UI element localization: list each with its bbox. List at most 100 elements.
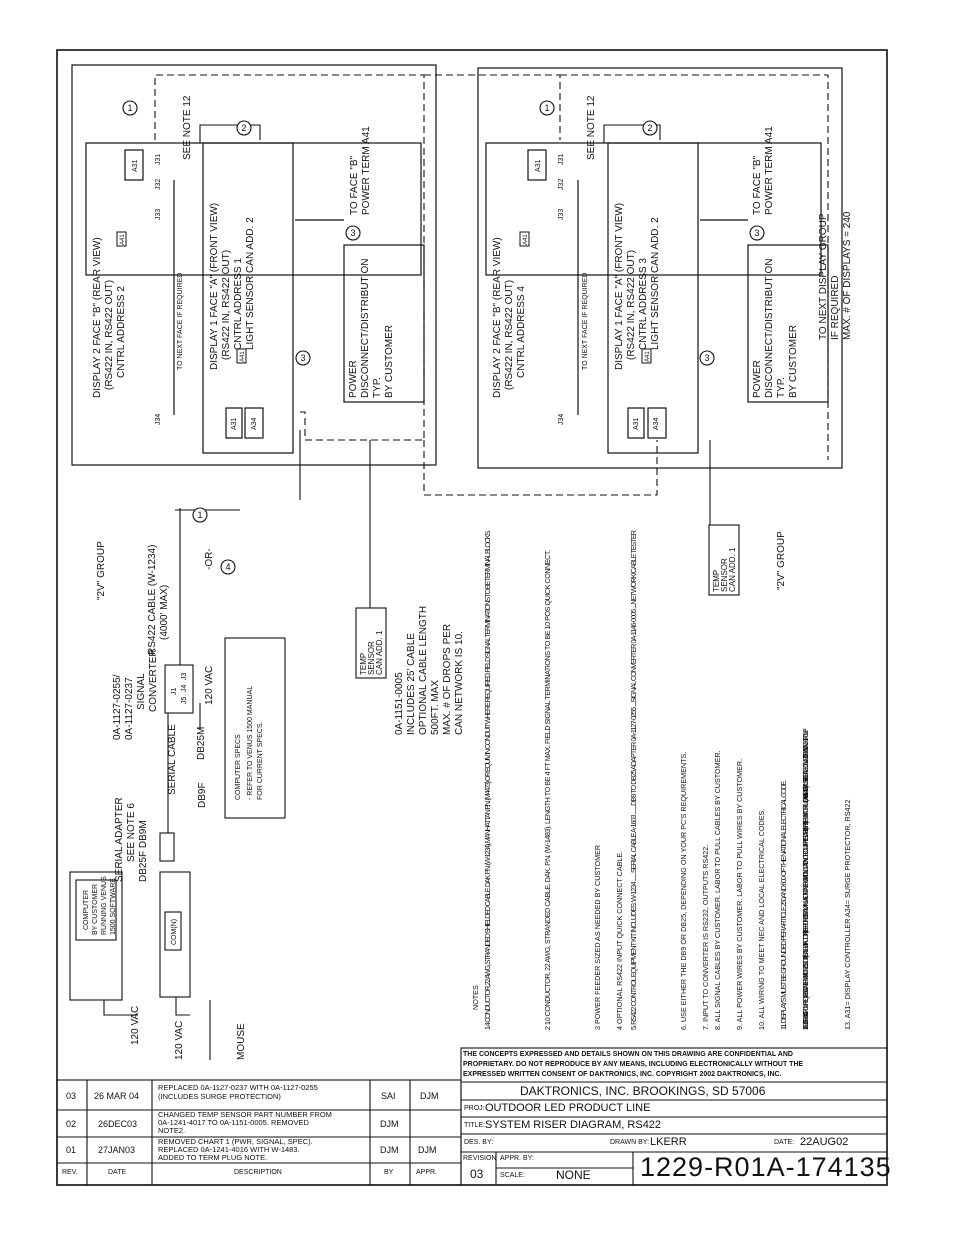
rev-row-02-rev: 02 [66, 1119, 77, 1129]
display-1-face-a-right [607, 142, 699, 454]
display-group-right [477, 67, 843, 469]
to-face-b-left-2: POWER TERM A41 [361, 126, 372, 215]
drawing-number: 1229-R01A-174135 [640, 1152, 892, 1182]
connector-a34-left: A34 [251, 417, 258, 430]
rs422-cable-2: (4000' MAX) [159, 585, 170, 640]
date-label: DATE: [774, 1139, 795, 1146]
display1-a1-line2: (RS422 IN, RS422 OUT) [221, 250, 232, 360]
callouts-left [122, 100, 361, 575]
temp-sensor-left [355, 607, 387, 679]
computer-specs-3: FOR CURRENT SPECS. [257, 722, 264, 800]
proj-label: PROJ: [464, 1105, 485, 1112]
serial-adapter-1: SERIAL ADAPTER [114, 797, 125, 882]
temp-sensor-right [708, 524, 740, 596]
notes-block: NOTES 1 4 CONDUCTOR, 22 AWG, STRANDED SH… [471, 530, 852, 1030]
temp-right-3: CAN ADD. 1 [728, 547, 737, 592]
to-face-b-right-1: TO FACE "B" [752, 155, 763, 215]
display1-a2-line3: CNTRL ADDRESS 3 [638, 258, 649, 350]
to-next-group-1: TO NEXT DISPLAY GROUP [818, 213, 829, 340]
scale-label: SCALE: [500, 1172, 525, 1179]
note-11: 11. DISPLAYS MUST BE GROUNDED PER ARTICL… [779, 780, 788, 1030]
rev-row-03-desc2: (INCLUDES SURGE PROTECTION) [158, 1092, 281, 1101]
scale-value: NONE [556, 1168, 591, 1182]
cpu-box [159, 871, 191, 998]
rev-row-01-rev: 01 [66, 1145, 77, 1155]
connector-j34-left: J34 [155, 414, 162, 425]
temp-left-2: SENSOR [367, 641, 376, 675]
connector-j32-right: J32 [558, 179, 565, 190]
rev-row-03-desc1: REPLACED 0A-1127-0237 WITH 0A-1127-0255 [158, 1083, 318, 1092]
display2-b1-line2: (RS422 IN, RS422 OUT) [104, 280, 115, 390]
connector-a41-b: A41 [240, 351, 246, 362]
converter-1: 0A-1127-0255/ [112, 674, 123, 740]
revision-label: REVISION [463, 1155, 497, 1162]
callout-3a: 3 [300, 353, 305, 363]
rev-header-date: DATE [108, 1169, 127, 1176]
callout-3b: 3 [350, 228, 355, 238]
note-5: 5. RS422 CONTROL EQUIPMENT KIT INCLUDES:… [629, 530, 638, 1030]
note-1: 1 4 CONDUCTOR, 22 AWG, STRANDED SHIELDED… [483, 530, 492, 1030]
display-group-left [71, 64, 437, 466]
display1-a2-line1: DISPLAY 1 FACE "A" (FRONT VIEW) [614, 203, 625, 370]
company-line: DAKTRONICS, INC. BROOKINGS, SD 57006 [520, 1084, 766, 1098]
temp-left-3: CAN ADD. 1 [375, 630, 384, 675]
display2-b2-line2: (RS422 IN, RS422 OUT) [504, 280, 515, 390]
connector-a41-a: A41 [120, 234, 126, 245]
cable-note-2: INCLUDES 25' CABLE [406, 633, 417, 735]
port-j5: J5 [181, 697, 188, 705]
connector-a31-left2: A31 [231, 417, 238, 430]
vac-label-1: 120 VAC [204, 666, 215, 705]
date-value: 22AUG02 [800, 1136, 849, 1148]
to-next-group-3: MAX. # OF DISPLAYS = 240 [842, 211, 853, 340]
drawn-value: LKERR [650, 1136, 687, 1148]
revision-value: 03 [470, 1167, 484, 1181]
display1-a1-line4: LIGHT SENSOR CAN ADD. 2 [245, 217, 256, 350]
port-j3: J3 [181, 673, 188, 681]
note-2: 2 10 CONDUCTOR, 22 AWG, STRANDED CABLE. … [543, 550, 552, 1030]
rev-row-03-by: SAI [381, 1091, 396, 1101]
temp-left-1: TEMP [359, 653, 368, 675]
signal-dashed-left [154, 74, 425, 441]
cable-note-6: CAN NETWORK IS 10. [454, 631, 465, 735]
cable-note-3: OPTIONAL CABLE LENGTH [418, 606, 429, 735]
connector-j34-right: J34 [558, 414, 565, 425]
connector-a31-left: A31 [132, 159, 139, 172]
rev-row-01-desc3: ADDED TO TERM PLUG NOTE. [158, 1153, 268, 1162]
display-1-face-a-left [202, 142, 294, 454]
serial-adapter-3: DB25F DB9M [138, 820, 149, 882]
converter-2: 0A-1127-0237 [124, 677, 135, 740]
rev-row-02-desc3: NOTE2. [158, 1126, 186, 1135]
rev-row-02-date: 26DEC03 [98, 1119, 138, 1129]
vac-label-2: 120 VAC [130, 1006, 141, 1045]
callouts-right [539, 100, 765, 366]
callout-4a: 4 [225, 562, 230, 572]
connector-j31-left: J31 [155, 154, 162, 165]
rev-row-03-date: 26 MAR 04 [94, 1091, 140, 1101]
power-left-1: POWER [348, 360, 359, 398]
connector-j31-right: J31 [558, 154, 565, 165]
connector-j33-right: J33 [558, 209, 565, 220]
serial-adapter-2: SEE NOTE 6 [126, 803, 137, 862]
connector-j33-left: J33 [155, 209, 162, 220]
converter-3: SIGNAL [136, 673, 147, 710]
rev-row-02-by: DJM [380, 1119, 399, 1129]
confidential-line-2: PROPRIETARY. DO NOT REPRODUCE BY ANY MEA… [463, 1061, 804, 1068]
confidential-line-3: EXPRESSED WRITTEN CONSENT OF DAKTRONICS,… [463, 1071, 782, 1078]
rev-row-01-desc2: REPLACED 0A-1241-4016 WITH W-1483. [158, 1145, 300, 1154]
rev-header-rev: REV. [62, 1169, 78, 1176]
notes-title: NOTES [471, 985, 480, 1010]
connector-j32-left: J32 [155, 179, 162, 190]
see-note-12-left: SEE NOTE 12 [182, 95, 193, 160]
rev-row-02-desc2: 0A-1241-4017 TO 0A-1151-0005. REMOVED [158, 1118, 309, 1127]
note-13: 13. A31= DISPLAY CONTROLLER A34= SURGE P… [843, 800, 852, 1031]
rev-row-03-appr: DJM [420, 1091, 439, 1101]
display1-a1-line1: DISPLAY 1 FACE "A" (FRONT VIEW) [209, 203, 220, 370]
connector-a34-right: A34 [653, 417, 660, 430]
db25m-label: DB25M [196, 727, 207, 760]
rev-row-01-date: 27JAN03 [98, 1145, 136, 1155]
computer-3: RUNNING VENUS [101, 876, 108, 935]
display2-b1-line3: CNTRL ADDRESS 2 [116, 286, 127, 378]
callout-1c: 1 [544, 103, 549, 113]
connector-a31-right2: A31 [633, 417, 640, 430]
